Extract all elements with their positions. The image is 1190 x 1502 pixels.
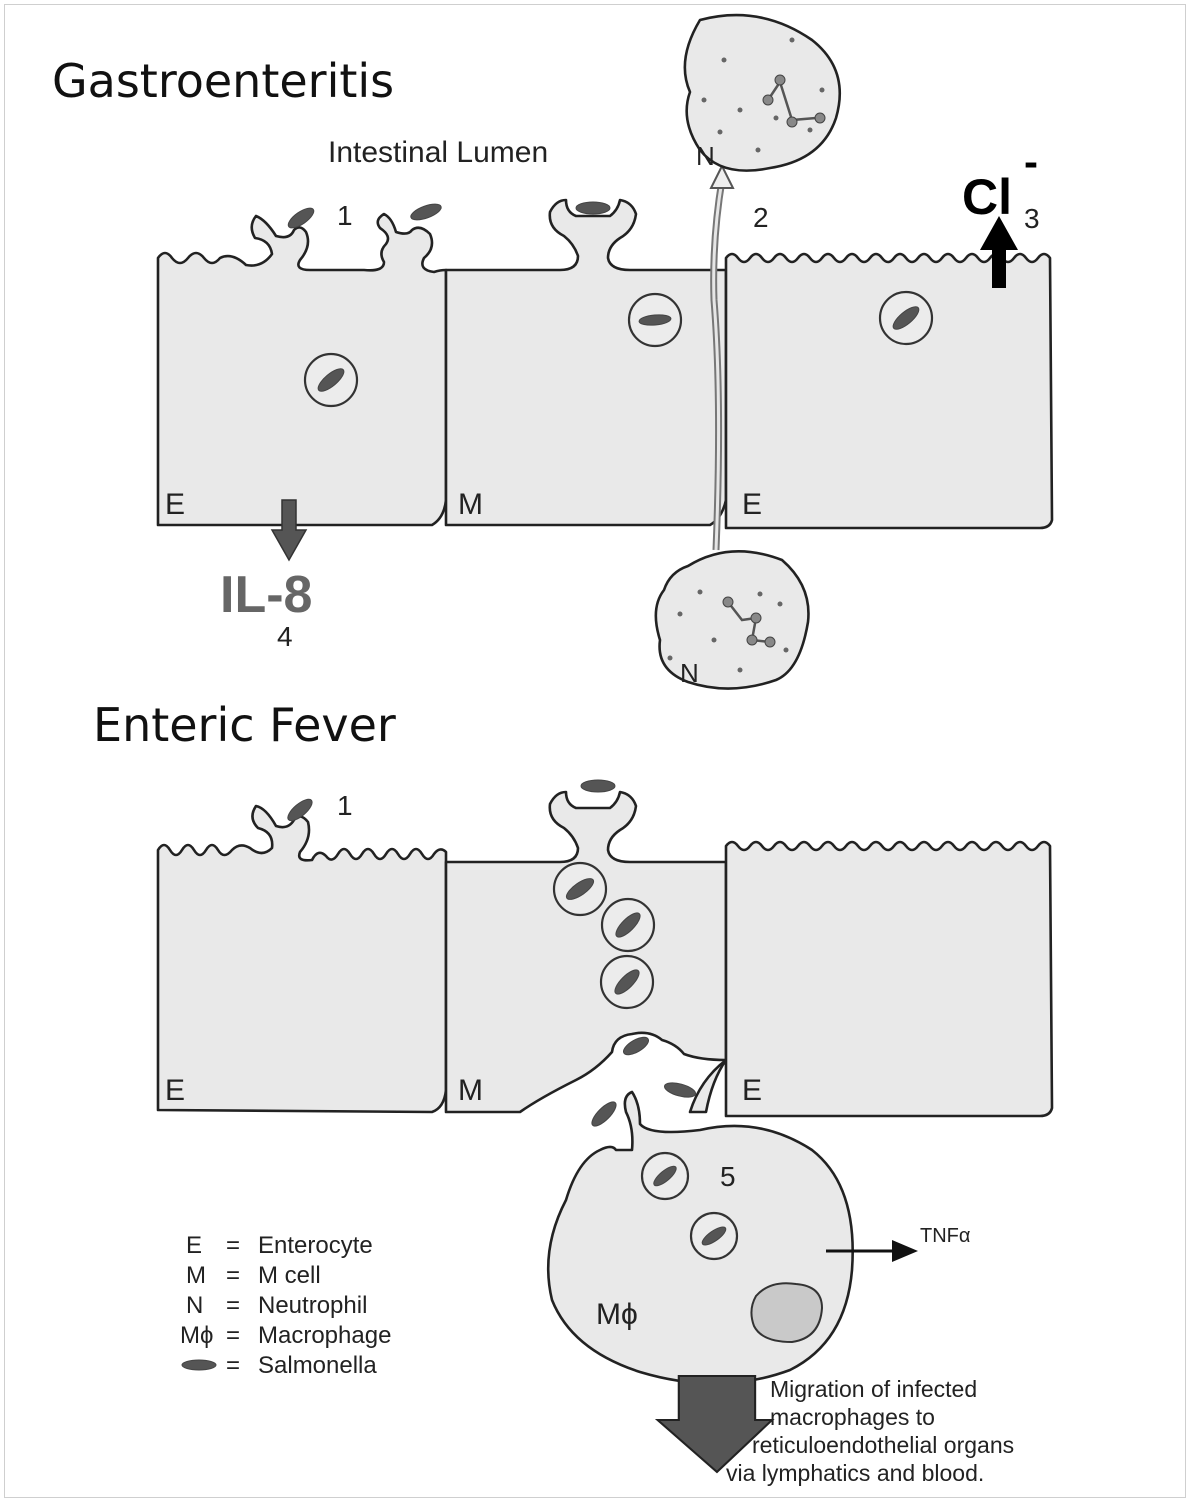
legend-sep: = xyxy=(226,1292,240,1319)
il8-label: IL-8 xyxy=(220,566,312,624)
cell-label-enterocyte: E xyxy=(742,488,762,521)
chloride-label: Cl xyxy=(962,169,1012,225)
tnf-alpha-label: TNFα xyxy=(920,1225,970,1247)
enterocyte-top-right xyxy=(726,254,1052,528)
legend-text: Neutrophil xyxy=(258,1292,367,1319)
salmonella-icon xyxy=(409,201,443,223)
salmonella-vacuole-icon xyxy=(880,292,932,344)
step-1-label: 1 xyxy=(337,790,353,821)
salmonella-vacuole-icon xyxy=(629,294,681,346)
step-2-label: 2 xyxy=(753,202,769,233)
legend-text: Enterocyte xyxy=(258,1232,373,1259)
neutrophil-label: N xyxy=(696,141,715,171)
intestinal-lumen-label: Intestinal Lumen xyxy=(328,136,548,169)
legend-sep: = xyxy=(226,1352,240,1379)
neutrophil-label: N xyxy=(680,658,699,688)
step-3-label: 3 xyxy=(1024,203,1040,234)
cell-label-enterocyte: E xyxy=(742,1074,762,1107)
m-cell-bottom xyxy=(446,792,726,1112)
neutrophil-submucosa xyxy=(656,551,809,688)
legend-text: Salmonella xyxy=(258,1352,377,1379)
legend-text: M cell xyxy=(258,1262,321,1289)
legend-key: N xyxy=(186,1292,203,1319)
legend-sep: = xyxy=(226,1322,240,1349)
migration-line: reticuloendothelial organs xyxy=(752,1432,1014,1458)
m-cell-top xyxy=(446,200,726,525)
salmonella-vacuole-icon xyxy=(554,863,606,915)
legend-sep: = xyxy=(226,1262,240,1289)
migration-caption: Migration of infected macrophages to ret… xyxy=(726,1376,1014,1486)
legend-text: Macrophage xyxy=(258,1322,391,1349)
cell-label-enterocyte: E xyxy=(165,1074,185,1107)
macrophage-label: Mϕ xyxy=(596,1298,638,1331)
migration-line: via lymphatics and blood. xyxy=(726,1460,984,1486)
gastroenteritis-title: Gastroenteritis xyxy=(52,54,394,108)
salmonella-vacuole-icon xyxy=(305,354,357,406)
enterocyte-top-left xyxy=(158,214,446,525)
chloride-charge: - xyxy=(1024,138,1038,185)
step-4-label: 4 xyxy=(277,621,293,652)
legend-sep: = xyxy=(226,1232,240,1259)
salmonella-vacuole-icon xyxy=(642,1153,688,1199)
salmonella-icon xyxy=(663,1080,697,1100)
cell-label-m-cell: M xyxy=(458,488,483,521)
cell-label-enterocyte: E xyxy=(165,488,185,521)
salmonella-vacuole-icon xyxy=(602,899,654,951)
step-5-label: 5 xyxy=(720,1161,736,1192)
enteric-fever-title: Enteric Fever xyxy=(93,698,396,752)
migration-line: macrophages to xyxy=(770,1404,935,1430)
salmonella-vacuole-icon xyxy=(601,956,653,1008)
cell-label-m-cell: M xyxy=(458,1074,483,1107)
salmonella-icon xyxy=(621,1034,651,1058)
macrophage-nucleus-icon xyxy=(751,1283,822,1342)
salmonella-icon xyxy=(581,780,615,792)
legend-salmonella-icon xyxy=(182,1360,216,1370)
migration-line: Migration of infected xyxy=(770,1376,977,1402)
salmonella-icon xyxy=(588,1098,619,1129)
step-1-label: 1 xyxy=(337,200,353,231)
legend: E = Enterocyte M = M cell N = Neutrophil… xyxy=(180,1232,391,1379)
enterocyte-bottom-left xyxy=(158,806,446,1112)
legend-key: E xyxy=(186,1232,202,1259)
salmonella-vacuole-icon xyxy=(691,1213,737,1259)
legend-key: Mϕ xyxy=(180,1322,213,1349)
legend-key: M xyxy=(186,1262,206,1289)
salmonella-icon xyxy=(576,202,610,214)
tnf-arrow-icon xyxy=(892,1240,918,1262)
